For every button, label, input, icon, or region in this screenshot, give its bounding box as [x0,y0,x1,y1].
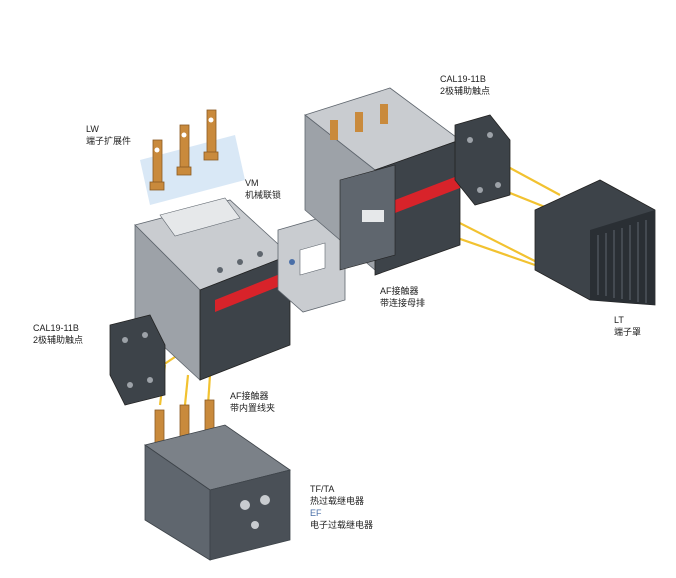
auxiliary-contact-icon [109,314,166,406]
label-code: TF/TA [310,484,335,494]
label-description: 热过载继电器 [310,496,365,506]
label-description: 2极辅助触点 [33,335,84,345]
label-code: LW [86,124,99,134]
label-description: 机械联锁 [245,190,282,200]
label-contactor-busbar: AF接触器 带连接母排 [380,285,425,309]
contactor-icon [304,87,461,276]
contactor-icon [134,197,291,381]
label-description: 端子扩展件 [86,136,132,146]
terminal-cover-icon [534,179,656,306]
label-terminal-extension: LW 端子扩展件 [86,123,131,147]
label-contactor-clamps: AF接触器 带内置线夹 [230,390,275,414]
label-auxiliary-contact-left: CAL19-11B 2极辅助触点 [33,322,83,346]
label-description: 2极辅助触点 [440,86,491,96]
label-code: CAL19-11B [440,74,486,84]
label-mechanical-interlock: VM 机械联锁 [245,177,281,201]
label-description: 带连接母排 [380,298,426,308]
label-terminal-cover: LT 端子罩 [614,314,641,338]
label-ef-code: EF [310,508,322,518]
overload-relay-icon [144,399,291,561]
label-description: 带内置线夹 [230,403,276,413]
mechanical-interlock-icon [277,217,346,313]
label-overload-relay: TF/TA 热过载继电器 EF 电子过载继电器 [310,483,373,531]
label-code: CAL19-11B [33,323,79,333]
label-code: AF接触器 [230,391,269,401]
label-code: AF接触器 [380,286,419,296]
terminal-extension-icon [140,109,245,205]
label-auxiliary-contact-top: CAL19-11B 2极辅助触点 [440,73,490,97]
label-description: 端子罩 [614,327,642,337]
label-code: LT [614,315,624,325]
label-ef-description: 电子过载继电器 [310,520,374,530]
label-code: VM [245,178,259,188]
auxiliary-contact-icon [454,114,511,206]
